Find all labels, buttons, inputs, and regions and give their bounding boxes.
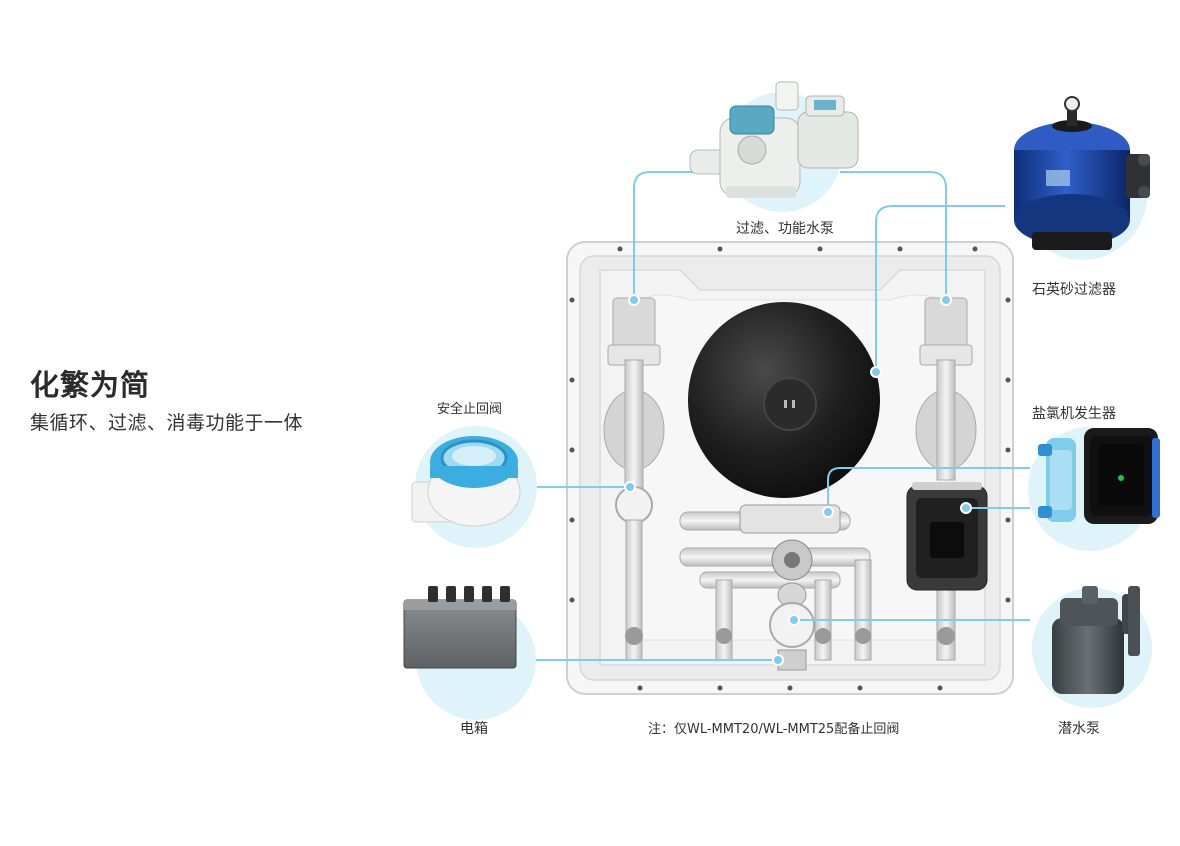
submersible-pump-illustration (1032, 586, 1152, 708)
check-valve-illustration (411, 426, 537, 548)
subline: 集循环、过滤、消毒功能于一体 (30, 412, 304, 434)
pump-illustration (689, 81, 859, 212)
check-valve-note: 注：仅WL-MMT20/WL-MMT25配备止回阀 (648, 722, 900, 737)
salt-chlorinator-illustration (1028, 427, 1160, 551)
connector-dots (624, 294, 972, 666)
electric-box-label: 电箱 (460, 721, 488, 737)
connector-lines (535, 171, 1030, 661)
headline: 化繁为简 (30, 368, 151, 402)
sand-filter-illustration (1014, 96, 1150, 260)
sand-filter-label: 石英砂过滤器 (1032, 282, 1116, 298)
check-valve-label: 安全止回阀 (437, 402, 503, 417)
electric-box-illustration (403, 586, 536, 720)
interior-plumbing (603, 297, 988, 671)
pump-label: 过滤、功能水泵 (736, 221, 834, 237)
submersible-pump-label: 潜水泵 (1058, 721, 1100, 737)
salt-chlorinator-label: 盐氯机发生器 (1032, 406, 1116, 422)
